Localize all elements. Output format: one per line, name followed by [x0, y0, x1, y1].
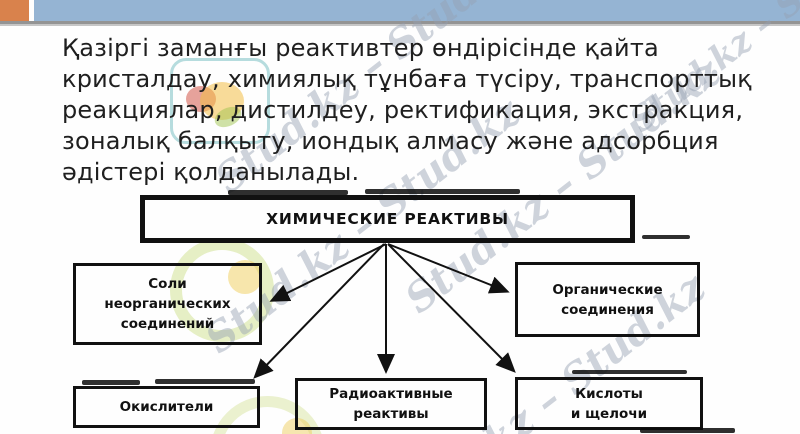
- diagram-box-radioactive-reagents: Радиоактивные реактивы: [295, 378, 487, 430]
- diagram-box-label-line: неорганических: [104, 296, 231, 312]
- diagram-box-label-line: Радиоактивные: [329, 386, 453, 402]
- diagram-box-label-line: и щелочи: [570, 405, 648, 422]
- scan-artifact: [572, 370, 687, 374]
- arrow-to-acids-alkalis: [387, 243, 516, 373]
- diagram-box-label-line: реактивы: [353, 406, 429, 422]
- diagram-box-acids-alkalis: Кислоты и щелочи: [515, 377, 703, 430]
- scan-artifact: [82, 380, 140, 385]
- slide-body-text: Қазіргі заманғы реактивтер өндірісінде қ…: [62, 33, 752, 188]
- scan-artifact: [642, 235, 690, 239]
- scan-artifact: [155, 379, 255, 384]
- scan-artifact: [365, 189, 520, 194]
- arrow-to-inorganic-salts: [269, 243, 387, 302]
- diagram-box-organic-compounds: Органические соединения: [515, 262, 700, 337]
- diagram-box-label-line: Окислители: [119, 399, 214, 415]
- slide-accent-blue-bar: [34, 0, 800, 21]
- body-text-line: әдістері қолданылады.: [62, 158, 360, 186]
- diagram-box-label-line: соединения: [561, 301, 654, 318]
- diagram-box-label-line: Органические: [552, 281, 663, 298]
- diagram-box-oxidizers: Окислители: [73, 386, 260, 428]
- body-text-line: Қазіргі заманғы реактивтер өндірісінде қ…: [62, 34, 659, 62]
- body-text-line: кристалдау, химиялық тұнбаға түсіру, тра…: [62, 65, 752, 93]
- arrow-to-organic: [387, 243, 510, 294]
- diagram-box-inorganic-salts: Соли неорганических соединений: [73, 263, 262, 345]
- arrow-to-oxidizers: [253, 243, 385, 379]
- body-text-line: реакциялар, дистилдеу, ректификация, экс…: [62, 96, 744, 124]
- scan-artifact: [640, 428, 735, 433]
- slide-accent-orange-block: [0, 0, 29, 21]
- diagram-box-chemical-reagents: ХИМИЧЕСКИЕ РЕАКТИВЫ: [140, 195, 635, 243]
- diagram-box-label-line: соединений: [120, 316, 215, 332]
- diagram-box-label-line: Соли: [148, 276, 187, 292]
- slide-divider-line-dark: [0, 21, 800, 24]
- diagram-box-label: ХИМИЧЕСКИЕ РЕАКТИВЫ: [266, 210, 509, 228]
- slide-divider-line-light: [0, 24, 800, 26]
- diagram-box-label-line: Кислоты: [575, 385, 643, 402]
- scan-artifact: [228, 190, 348, 195]
